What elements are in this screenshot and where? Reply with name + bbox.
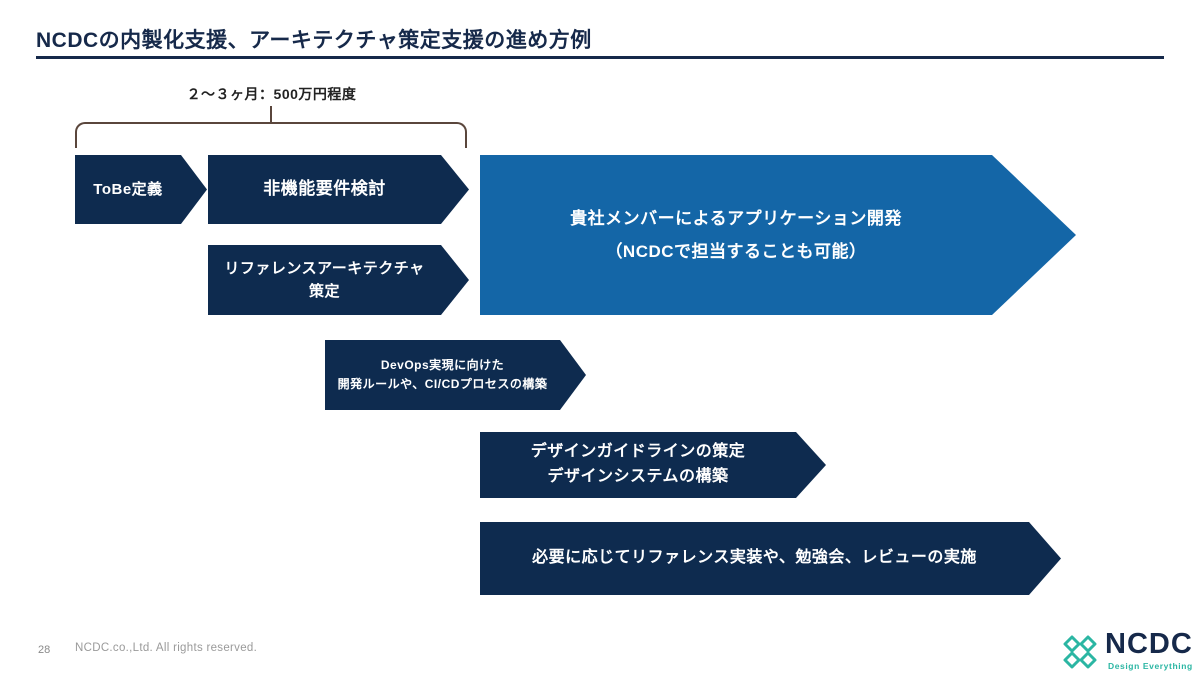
arrow-devops-line1: DevOps実現に向けた <box>380 358 505 373</box>
arrow-reference-implementation: 必要に応じてリファレンス実装や、勉強会、レビューの実施 <box>480 522 1061 595</box>
copyright-text: NCDC.co.,Ltd. All rights reserved. <box>75 642 258 654</box>
arrow-reference-architecture: リファレンスアーキテクチャ 策定 <box>208 245 469 315</box>
arrow-tobe-label: ToBe定義 <box>93 180 163 198</box>
ncdc-logo-icon <box>1063 635 1097 669</box>
arrow-application-development-line2: （NCDCで担当することも可能） <box>605 242 867 261</box>
page-title: NCDCの内製化支援、アーキテクチャ策定支援の進め方例 <box>36 29 592 52</box>
duration-bracket-tick <box>270 106 272 123</box>
arrow-reference-architecture-line2: 策定 <box>308 283 340 300</box>
arrow-design-guidelines: デザインガイドラインの策定 デザインシステムの構築 <box>480 432 826 498</box>
arrow-nonfunctional-label: 非機能要件検討 <box>263 179 386 199</box>
title-divider <box>36 56 1164 59</box>
arrow-application-development: 貴社メンバーによるアプリケーション開発 （NCDCで担当することも可能） <box>480 155 1076 315</box>
arrow-design-line2: デザインシステムの構築 <box>547 468 729 485</box>
ncdc-logo-tagline: Design Everything <box>1107 661 1193 671</box>
page-number: 28 <box>38 644 51 656</box>
arrow-tobe-definition: ToBe定義 <box>75 155 207 224</box>
duration-bracket <box>75 122 467 148</box>
arrow-application-development-line1: 貴社メンバーによるアプリケーション開発 <box>570 208 902 228</box>
duration-annotation: ２～３ヶ月：500万円程度 <box>186 86 357 102</box>
arrow-devops-line2: 開発ルールや、CI/CDプロセスの構築 <box>337 377 548 391</box>
arrow-design-line1: デザインガイドラインの策定 <box>530 443 746 461</box>
arrow-nonfunctional-requirements: 非機能要件検討 <box>208 155 469 224</box>
arrow-reference-architecture-line1: リファレンスアーキテクチャ <box>224 259 425 277</box>
ncdc-logo-name: NCDC <box>1105 628 1193 660</box>
arrow-devops-rules: DevOps実現に向けた 開発ルールや、CI/CDプロセスの構築 <box>325 340 586 410</box>
ncdc-logo: NCDC Design Everything <box>1060 630 1193 672</box>
arrow-reference-implementation-label: 必要に応じてリファレンス実装や、勉強会、レビューの実施 <box>532 549 977 567</box>
ncdc-logo-text-block: NCDC Design Everything <box>1105 628 1193 672</box>
